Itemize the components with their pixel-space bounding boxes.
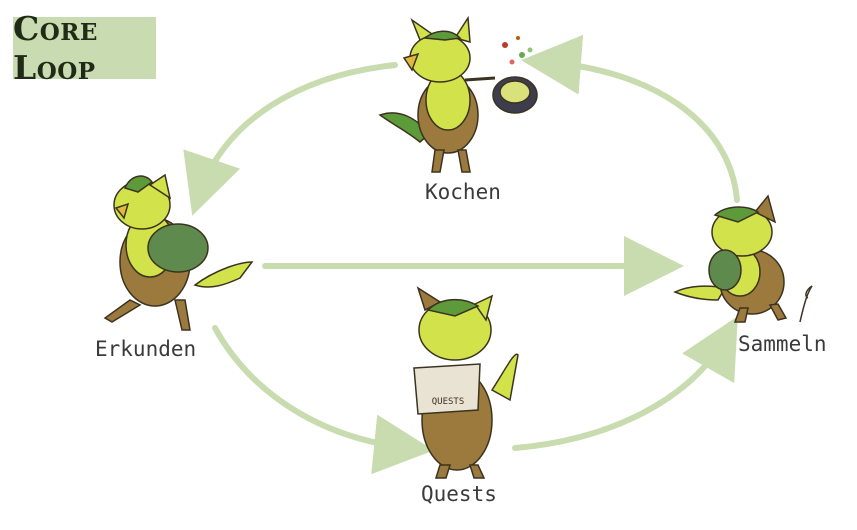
diagram-title: Core Loop <box>13 9 98 87</box>
quest-scroll-text: QUESTS <box>432 397 465 407</box>
node-label-kochen: Kochen <box>425 180 501 204</box>
title-banner: Core Loop <box>13 9 156 87</box>
edge-sammeln-kochen <box>521 34 740 203</box>
node-label-erkunden: Erkunden <box>95 337 197 361</box>
edge-erkunden-quests <box>212 325 434 475</box>
gathering-creature-icon <box>673 194 813 323</box>
cooking-creature-icon <box>378 15 538 173</box>
node-label-sammeln: Sammeln <box>738 332 827 356</box>
quest-creature-icon: QUESTS <box>413 286 519 479</box>
edge-kochen-erkunden <box>183 62 398 216</box>
exploring-creature-icon <box>103 173 254 331</box>
node-label-quests: Quests <box>421 482 497 506</box>
edge-quests-sammeln <box>512 316 738 451</box>
